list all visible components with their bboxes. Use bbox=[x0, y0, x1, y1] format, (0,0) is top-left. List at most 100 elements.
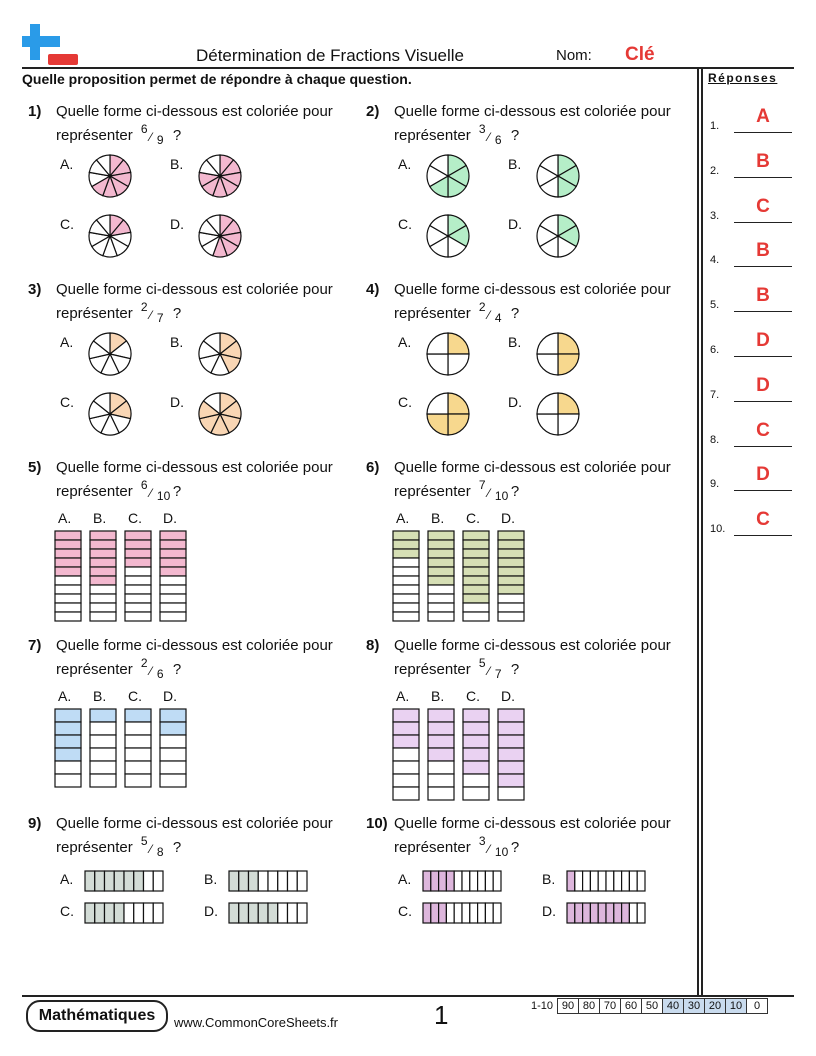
bar-cell bbox=[159, 611, 187, 622]
bar-cell bbox=[497, 602, 525, 613]
bar-cell-shaded bbox=[430, 870, 440, 892]
answer-line bbox=[734, 490, 792, 492]
subject-badge: Mathématiques bbox=[26, 1000, 168, 1032]
fraction-circle bbox=[426, 392, 470, 436]
circle-slice bbox=[557, 413, 580, 436]
bar-cell-shaded bbox=[159, 708, 187, 723]
question-mark: ? bbox=[172, 839, 182, 856]
bar-cell-shaded bbox=[462, 708, 490, 723]
fraction-numerator: 2 bbox=[140, 300, 148, 314]
bar-cell bbox=[605, 870, 615, 892]
question-text-block: Quelle forme ci-dessous est coloriée pou… bbox=[56, 634, 356, 682]
bar-cell bbox=[462, 786, 490, 801]
question-text: Quelle forme ci-dessous est coloriée pou… bbox=[56, 281, 333, 322]
answer-value: B bbox=[756, 150, 770, 172]
score-scale-cell: 30 bbox=[683, 998, 706, 1014]
bar-cell-shaded bbox=[427, 530, 455, 541]
bar-cell-shaded bbox=[462, 575, 490, 586]
fraction: 2⁄4 bbox=[475, 300, 511, 325]
question: 8)Quelle forme ci-dessous est coloriée p… bbox=[366, 634, 696, 684]
bar-cell-shaded bbox=[566, 870, 576, 892]
bar-cell-shaded bbox=[89, 566, 117, 577]
bar-cell-shaded bbox=[124, 530, 152, 541]
bar-cell-shaded bbox=[247, 902, 259, 924]
option-label: D. bbox=[501, 510, 515, 526]
bar-cell-shaded bbox=[113, 902, 125, 924]
fraction-denominator: 10 bbox=[494, 845, 509, 859]
circle-slice bbox=[538, 154, 559, 178]
bar-cell bbox=[89, 593, 117, 604]
bar-cell bbox=[89, 584, 117, 595]
fraction-numerator: 2 bbox=[140, 656, 148, 670]
bar-cell bbox=[152, 870, 164, 892]
answer-row: 6.D bbox=[708, 330, 794, 358]
fraction: 3⁄10 bbox=[475, 834, 511, 859]
bar-cell bbox=[392, 566, 420, 577]
bar-cell-shaded bbox=[94, 902, 106, 924]
bar-cell-shaded bbox=[497, 708, 525, 723]
question: 3)Quelle forme ci-dessous est coloriée p… bbox=[28, 278, 358, 328]
circle-slice-shaded bbox=[557, 353, 580, 376]
question-mark: ? bbox=[510, 661, 520, 678]
bar-cell bbox=[492, 870, 502, 892]
bar-cell-shaded bbox=[427, 747, 455, 762]
circle-slice bbox=[92, 332, 111, 356]
question-text-block: Quelle forme ci-dessous est coloriée pou… bbox=[394, 278, 694, 326]
question-mark: ? bbox=[510, 127, 520, 144]
option-label: D. bbox=[170, 216, 184, 232]
question-mark: ? bbox=[510, 483, 520, 500]
fraction-numerator: 6 bbox=[140, 478, 148, 492]
circle-slice bbox=[205, 214, 221, 238]
question-mark: ? bbox=[172, 483, 182, 500]
fraction-numerator: 3 bbox=[478, 834, 486, 848]
fraction-bar-horizontal bbox=[566, 902, 646, 924]
bar-cell-shaded bbox=[54, 530, 82, 541]
fraction-bar-horizontal bbox=[228, 902, 308, 924]
answer-value: B bbox=[756, 240, 770, 262]
bar-cell-shaded bbox=[392, 734, 420, 749]
option-label: D. bbox=[204, 903, 218, 919]
option-label: C. bbox=[398, 394, 412, 410]
fraction-circle bbox=[426, 332, 470, 376]
answer-number: 7. bbox=[710, 388, 720, 401]
answer-number: 3. bbox=[710, 209, 720, 222]
bar-cell-shaded bbox=[257, 902, 269, 924]
bar-cell-shaded bbox=[422, 870, 432, 892]
option-label: A. bbox=[398, 871, 412, 887]
fraction-denominator: 7 bbox=[494, 667, 502, 681]
option-label: D. bbox=[170, 394, 184, 410]
bar-cell bbox=[54, 611, 82, 622]
fraction-denominator: 6 bbox=[156, 667, 164, 681]
bar-cell bbox=[392, 773, 420, 788]
answer-number: 4. bbox=[710, 254, 720, 267]
score-scale-cell: 0 bbox=[746, 998, 769, 1014]
option-label: B. bbox=[508, 156, 522, 172]
bar-cell bbox=[124, 773, 152, 788]
bar-cell bbox=[54, 593, 82, 604]
site-url: www.CommonCoreSheets.fr bbox=[174, 1015, 338, 1030]
fraction-bar-vertical bbox=[392, 530, 420, 622]
fraction-slash: ⁄ bbox=[487, 664, 490, 678]
circle-slice bbox=[536, 413, 559, 436]
answer-value: D bbox=[756, 374, 770, 396]
bar-cell-shaded bbox=[159, 566, 187, 577]
answer-value: C bbox=[756, 509, 770, 531]
circle-slice bbox=[536, 332, 559, 355]
bar-cell bbox=[54, 602, 82, 613]
question-text-block: Quelle forme ci-dessous est coloriée pou… bbox=[394, 812, 694, 860]
bar-cell bbox=[492, 902, 502, 924]
bar-cell-shaded bbox=[54, 566, 82, 577]
worksheet-title: Détermination de Fractions Visuelle bbox=[195, 46, 465, 65]
fraction-numerator: 7 bbox=[478, 478, 486, 492]
bar-cell bbox=[89, 760, 117, 775]
bar-cell bbox=[445, 902, 455, 924]
fraction-slash: ⁄ bbox=[487, 130, 490, 144]
bar-cell-shaded bbox=[497, 566, 525, 577]
option-label: C. bbox=[60, 394, 74, 410]
fraction: 7⁄10 bbox=[475, 478, 511, 503]
question-text-block: Quelle forme ci-dessous est coloriée pou… bbox=[56, 100, 356, 148]
bar-cell-shaded bbox=[497, 539, 525, 550]
fraction-numerator: 5 bbox=[140, 834, 148, 848]
fraction-circle bbox=[198, 332, 242, 376]
option-label: A. bbox=[398, 334, 412, 350]
